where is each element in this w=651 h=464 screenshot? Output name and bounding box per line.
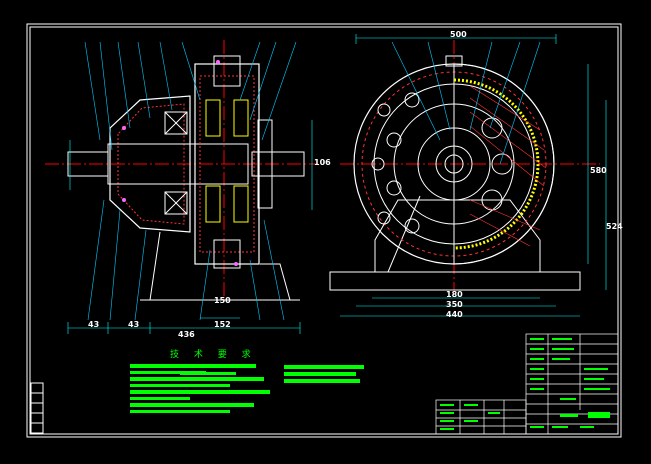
dim-left-bottom-4: 152 [214,320,231,329]
title-block [435,333,619,435]
dim-left-bottom-3: 436 [178,330,195,339]
revision-strip [30,382,44,434]
dim-right-side-1: 580 [590,166,607,175]
technical-notes-title: 技 术 要 求 [170,350,257,360]
dim-left-side-2: 150 [214,296,231,305]
dim-left-bottom-1: 43 [88,320,100,329]
dim-right-bottom-2: 350 [446,300,463,309]
dim-right-top: 500 [450,30,467,39]
dim-right-side-2: 524 [606,222,623,231]
dim-right-bottom-3: 440 [446,310,463,319]
technical-notes [130,364,364,413]
dim-left-bottom-2: 43 [128,320,140,329]
dim-right-bottom-1: 180 [446,290,463,299]
left-section-view [45,40,318,334]
dim-left-side-1: 106 [314,158,331,167]
title-block-text [440,338,610,430]
drawing-frame [26,23,622,438]
right-end-view [329,34,607,317]
